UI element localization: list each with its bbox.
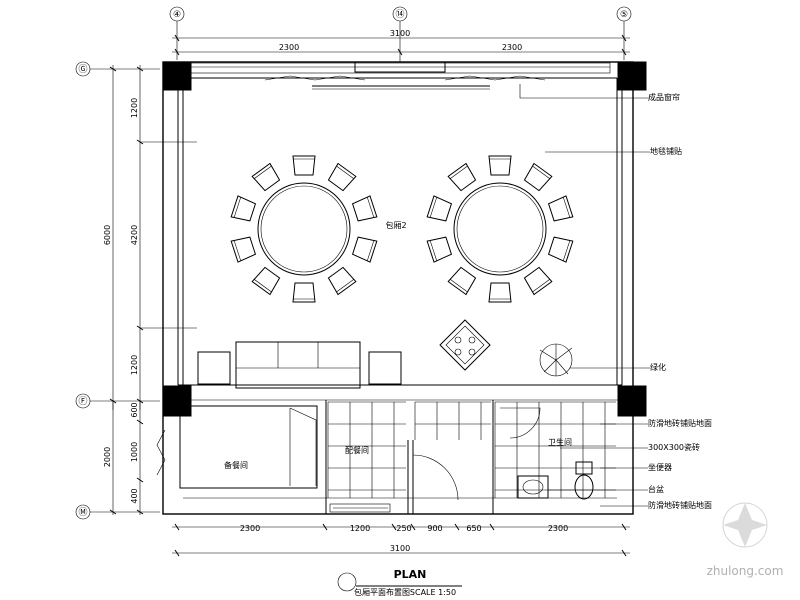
dim-bottom-seg4: 900	[427, 524, 442, 533]
right-table-chair	[488, 282, 512, 303]
left-table-chair	[351, 195, 378, 222]
structural-columns	[162, 61, 647, 417]
dim-top-right: 2300	[502, 43, 522, 52]
axis-label-left-1: Ⓖ	[78, 64, 87, 75]
room-label-storage: 备餐间	[224, 460, 248, 470]
lower-rooms	[156, 400, 616, 514]
dim-top-total: 3100	[390, 29, 410, 38]
chairs-left	[230, 155, 378, 303]
plan-title: PLAN	[394, 568, 427, 581]
left-table-chair	[327, 162, 357, 192]
room-label-private: 包厢2	[385, 220, 406, 230]
right-table-chair	[488, 155, 512, 176]
dining-table-right	[453, 182, 547, 276]
dim-left2-seg2: 1000	[130, 442, 139, 462]
dining-table-left	[257, 182, 351, 276]
right-table-chair	[547, 195, 574, 222]
dimensions-left: 6000 1200 4200 1200 2000 600 1000 400	[103, 65, 197, 515]
axis-label-left-3: Ⓜ	[78, 507, 87, 518]
left-table-chair	[292, 282, 316, 303]
left-table-chair	[251, 266, 281, 296]
watermark-logo	[722, 502, 768, 548]
dim-bottom-seg6: 2300	[548, 524, 568, 533]
room-label-pantry: 配餐间	[345, 446, 369, 455]
chairs-right	[426, 155, 574, 303]
watermark-text: zhulong.com	[707, 564, 784, 578]
dim-bottom-seg2: 1200	[350, 524, 370, 533]
dim-left-mid: 4200	[130, 225, 139, 245]
axis-label-top-2: ⑭	[395, 9, 404, 20]
axis-label-top-1: ④	[173, 10, 181, 20]
callout-antislip-2: 防滑地砖铺贴地面	[648, 500, 712, 510]
tile-grid	[327, 401, 616, 498]
right-table-chair	[426, 195, 453, 222]
right-table-chair	[547, 236, 574, 263]
dim-bottom-seg5: 650	[466, 524, 481, 533]
left-table-chair	[327, 266, 357, 296]
left-table-chair	[230, 236, 257, 263]
dim-bottom-total: 3100	[390, 544, 410, 553]
right-table-chair	[523, 162, 553, 192]
plan-subtitle: 包厢平面布置图	[354, 587, 410, 597]
callout-carpet: 地毯铺贴	[650, 146, 682, 156]
dim-bottom-seg3: 250	[396, 524, 411, 533]
dim-left2-seg3: 400	[130, 488, 139, 503]
right-table-chair	[447, 162, 477, 192]
title-block: PLAN SCALE 1:50 包厢平面布置图	[337, 568, 462, 597]
dimensions-bottom: 2300 1200 250 900 650 2300 3100	[172, 523, 630, 557]
left-table-chair	[351, 236, 378, 263]
callout-plant: 绿化	[650, 362, 666, 372]
left-table-chair	[292, 155, 316, 176]
dim-top-left: 2300	[279, 43, 299, 52]
sofa	[197, 341, 402, 389]
right-table-chair	[447, 266, 477, 296]
callout-basin: 台盆	[648, 484, 664, 494]
dim-left2-seg1: 600	[130, 402, 139, 417]
axis-markers-top: ④ ⑭ ⑤	[169, 6, 632, 62]
dim-bottom-seg1: 2300	[240, 524, 260, 533]
dim-left2-total: 2000	[103, 447, 112, 467]
right-table-chair	[523, 266, 553, 296]
coffee-table	[439, 319, 491, 371]
dim-left-upper: 1200	[130, 98, 139, 118]
left-table-chair	[251, 162, 281, 192]
axis-label-top-3: ⑤	[620, 10, 628, 20]
dimensions-top: 3100 2300 2300	[172, 29, 630, 56]
axis-markers-left: Ⓖ Ⓕ Ⓜ	[75, 61, 160, 520]
callout-toilet: 坐便器	[648, 462, 672, 472]
axis-label-left-2: Ⓕ	[78, 396, 87, 407]
plan-scale: SCALE 1:50	[410, 588, 456, 597]
dim-left-total: 6000	[103, 225, 112, 245]
callout-curtain: 成品窗帘	[648, 92, 680, 102]
room-label-bathroom: 卫生间	[548, 437, 572, 447]
callouts: 成品窗帘 地毯铺贴 绿化 防滑地砖铺贴地面 300X300瓷砖 坐便器 台盆 防…	[519, 84, 712, 510]
callout-antislip-1: 防滑地砖铺贴地面	[648, 418, 712, 428]
dim-left-lower: 1200	[130, 355, 139, 375]
left-table-chair	[230, 195, 257, 222]
callout-tile: 300X300瓷砖	[648, 442, 700, 452]
right-table-chair	[426, 236, 453, 263]
plant	[539, 343, 573, 377]
